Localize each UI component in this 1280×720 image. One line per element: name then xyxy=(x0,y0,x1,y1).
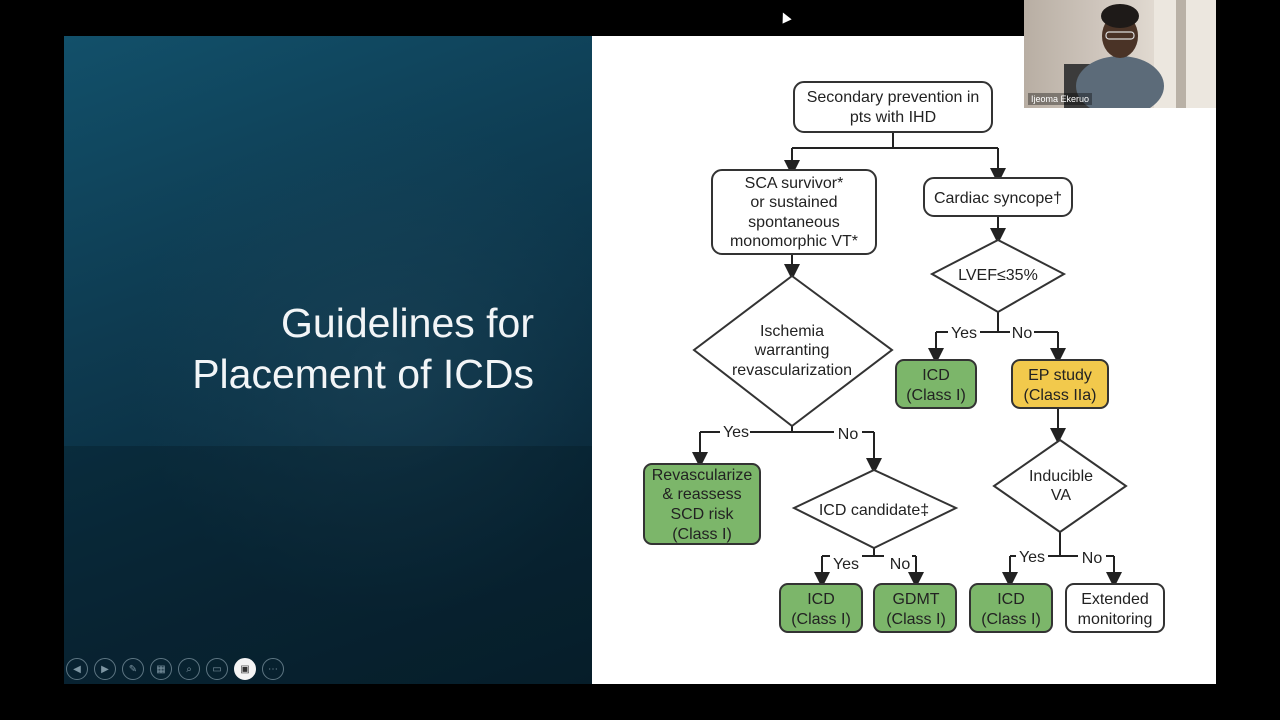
camera-icon[interactable]: ▣ xyxy=(234,658,256,680)
slide-title-line1: Guidelines for xyxy=(281,300,534,346)
webcam-thumbnail[interactable]: Ijeoma Ekeruo xyxy=(1024,0,1216,108)
inducible-line1: Inducible xyxy=(1029,468,1093,485)
gdmt-node: GDMT (Class I) xyxy=(873,583,957,633)
icd-c-line2: (Class I) xyxy=(981,611,1041,628)
candidate-yes-label: Yes xyxy=(833,556,859,573)
icd-candidate-decision: ICD candidate‡ xyxy=(791,468,959,550)
next-icon[interactable]: ▶ xyxy=(94,658,116,680)
subtitles-icon[interactable]: ▭ xyxy=(206,658,228,680)
lvef-decision: LVEF≤35% xyxy=(929,238,1067,314)
ischemia-line1: Ischemia xyxy=(760,323,824,340)
presenter-toolbar: ◀ ▶ ✎ ▦ ⌕ ▭ ▣ ⋯ xyxy=(66,658,284,680)
slides-grid-icon[interactable]: ▦ xyxy=(150,658,172,680)
inducible-no-label: No xyxy=(1082,550,1103,567)
slide-title-line2: Placement of ICDs xyxy=(192,351,534,397)
zoom-icon[interactable]: ⌕ xyxy=(178,658,200,680)
icd-a-line2: (Class I) xyxy=(791,611,851,628)
root-node: Secondary prevention in pts with IHD xyxy=(793,81,993,133)
slide-left-panel: Guidelines for Placement of ICDs xyxy=(64,36,592,684)
icd-a-line1: ICD xyxy=(807,591,835,608)
ep-line1: EP study xyxy=(1028,367,1092,384)
revasc-line2: & reassess xyxy=(662,486,741,503)
inducible-line2: VA xyxy=(1051,487,1071,504)
ischemia-no-label: No xyxy=(838,426,859,443)
root-line1: Secondary prevention in xyxy=(807,89,980,106)
ischemia-decision: Ischemia warranting revascularization xyxy=(692,274,894,428)
extended-line1: Extended xyxy=(1081,591,1149,608)
sca-line3: spontaneous xyxy=(748,214,840,231)
extended-monitoring-node: Extended monitoring xyxy=(1065,583,1165,633)
revasc-line4: (Class I) xyxy=(672,526,732,543)
background-band xyxy=(64,446,592,684)
cardiac-syncope-node: Cardiac syncope† xyxy=(923,177,1073,217)
ep-line2: (Class IIa) xyxy=(1024,387,1097,404)
participant-video xyxy=(1064,0,1216,108)
icd-candidate-label: ICD candidate‡ xyxy=(819,502,929,519)
extended-line2: monitoring xyxy=(1078,611,1153,628)
inducible-va-decision: Inducible VA xyxy=(992,438,1128,534)
more-icon[interactable]: ⋯ xyxy=(262,658,284,680)
icd-b-line1: ICD xyxy=(922,367,950,384)
slide-right-panel: Secondary prevention in pts with IHD SCA… xyxy=(592,36,1216,684)
previous-icon[interactable]: ◀ xyxy=(66,658,88,680)
inducible-yes-label: Yes xyxy=(1019,549,1045,566)
pen-icon[interactable]: ✎ xyxy=(122,658,144,680)
revasc-line3: SCD risk xyxy=(670,506,734,523)
icd-b-line2: (Class I) xyxy=(906,387,966,404)
root-line2: pts with IHD xyxy=(850,109,936,126)
icd-c-line1: ICD xyxy=(997,591,1025,608)
gdmt-line1: GDMT xyxy=(892,591,939,608)
sca-line4: monomorphic VT* xyxy=(730,233,858,250)
participant-name: Ijeoma Ekeruo xyxy=(1028,93,1093,105)
revasc-line1: Revascularize xyxy=(652,467,753,484)
mouse-cursor-icon xyxy=(778,10,792,24)
revascularize-node: Revascularize & reassess SCD risk (Class… xyxy=(643,463,761,545)
candidate-no-label: No xyxy=(890,556,911,573)
ischemia-line3: revascularization xyxy=(732,362,852,379)
slide-title: Guidelines for Placement of ICDs xyxy=(192,298,534,400)
sca-line1: SCA survivor* xyxy=(745,175,844,192)
icd-flowchart: Secondary prevention in pts with IHD SCA… xyxy=(643,81,1165,633)
lvef-label: LVEF≤35% xyxy=(958,267,1038,284)
sca-line2: or sustained xyxy=(750,194,837,211)
gdmt-line2: (Class I) xyxy=(886,611,946,628)
lvef-yes-label: Yes xyxy=(951,325,977,342)
cardiac-syncope-label: Cardiac syncope† xyxy=(934,190,1062,207)
sca-node: SCA survivor* or sustained spontaneous m… xyxy=(711,169,877,255)
icd-class1-node-a: ICD (Class I) xyxy=(779,583,863,633)
ep-study-node: EP study (Class IIa) xyxy=(1011,359,1109,409)
ischemia-yes-label: Yes xyxy=(723,424,749,441)
icd-class1-node-b: ICD (Class I) xyxy=(895,359,977,409)
lvef-no-label: No xyxy=(1012,325,1033,342)
icd-class1-node-c: ICD (Class I) xyxy=(969,583,1053,633)
ischemia-line2: warranting xyxy=(754,342,830,359)
